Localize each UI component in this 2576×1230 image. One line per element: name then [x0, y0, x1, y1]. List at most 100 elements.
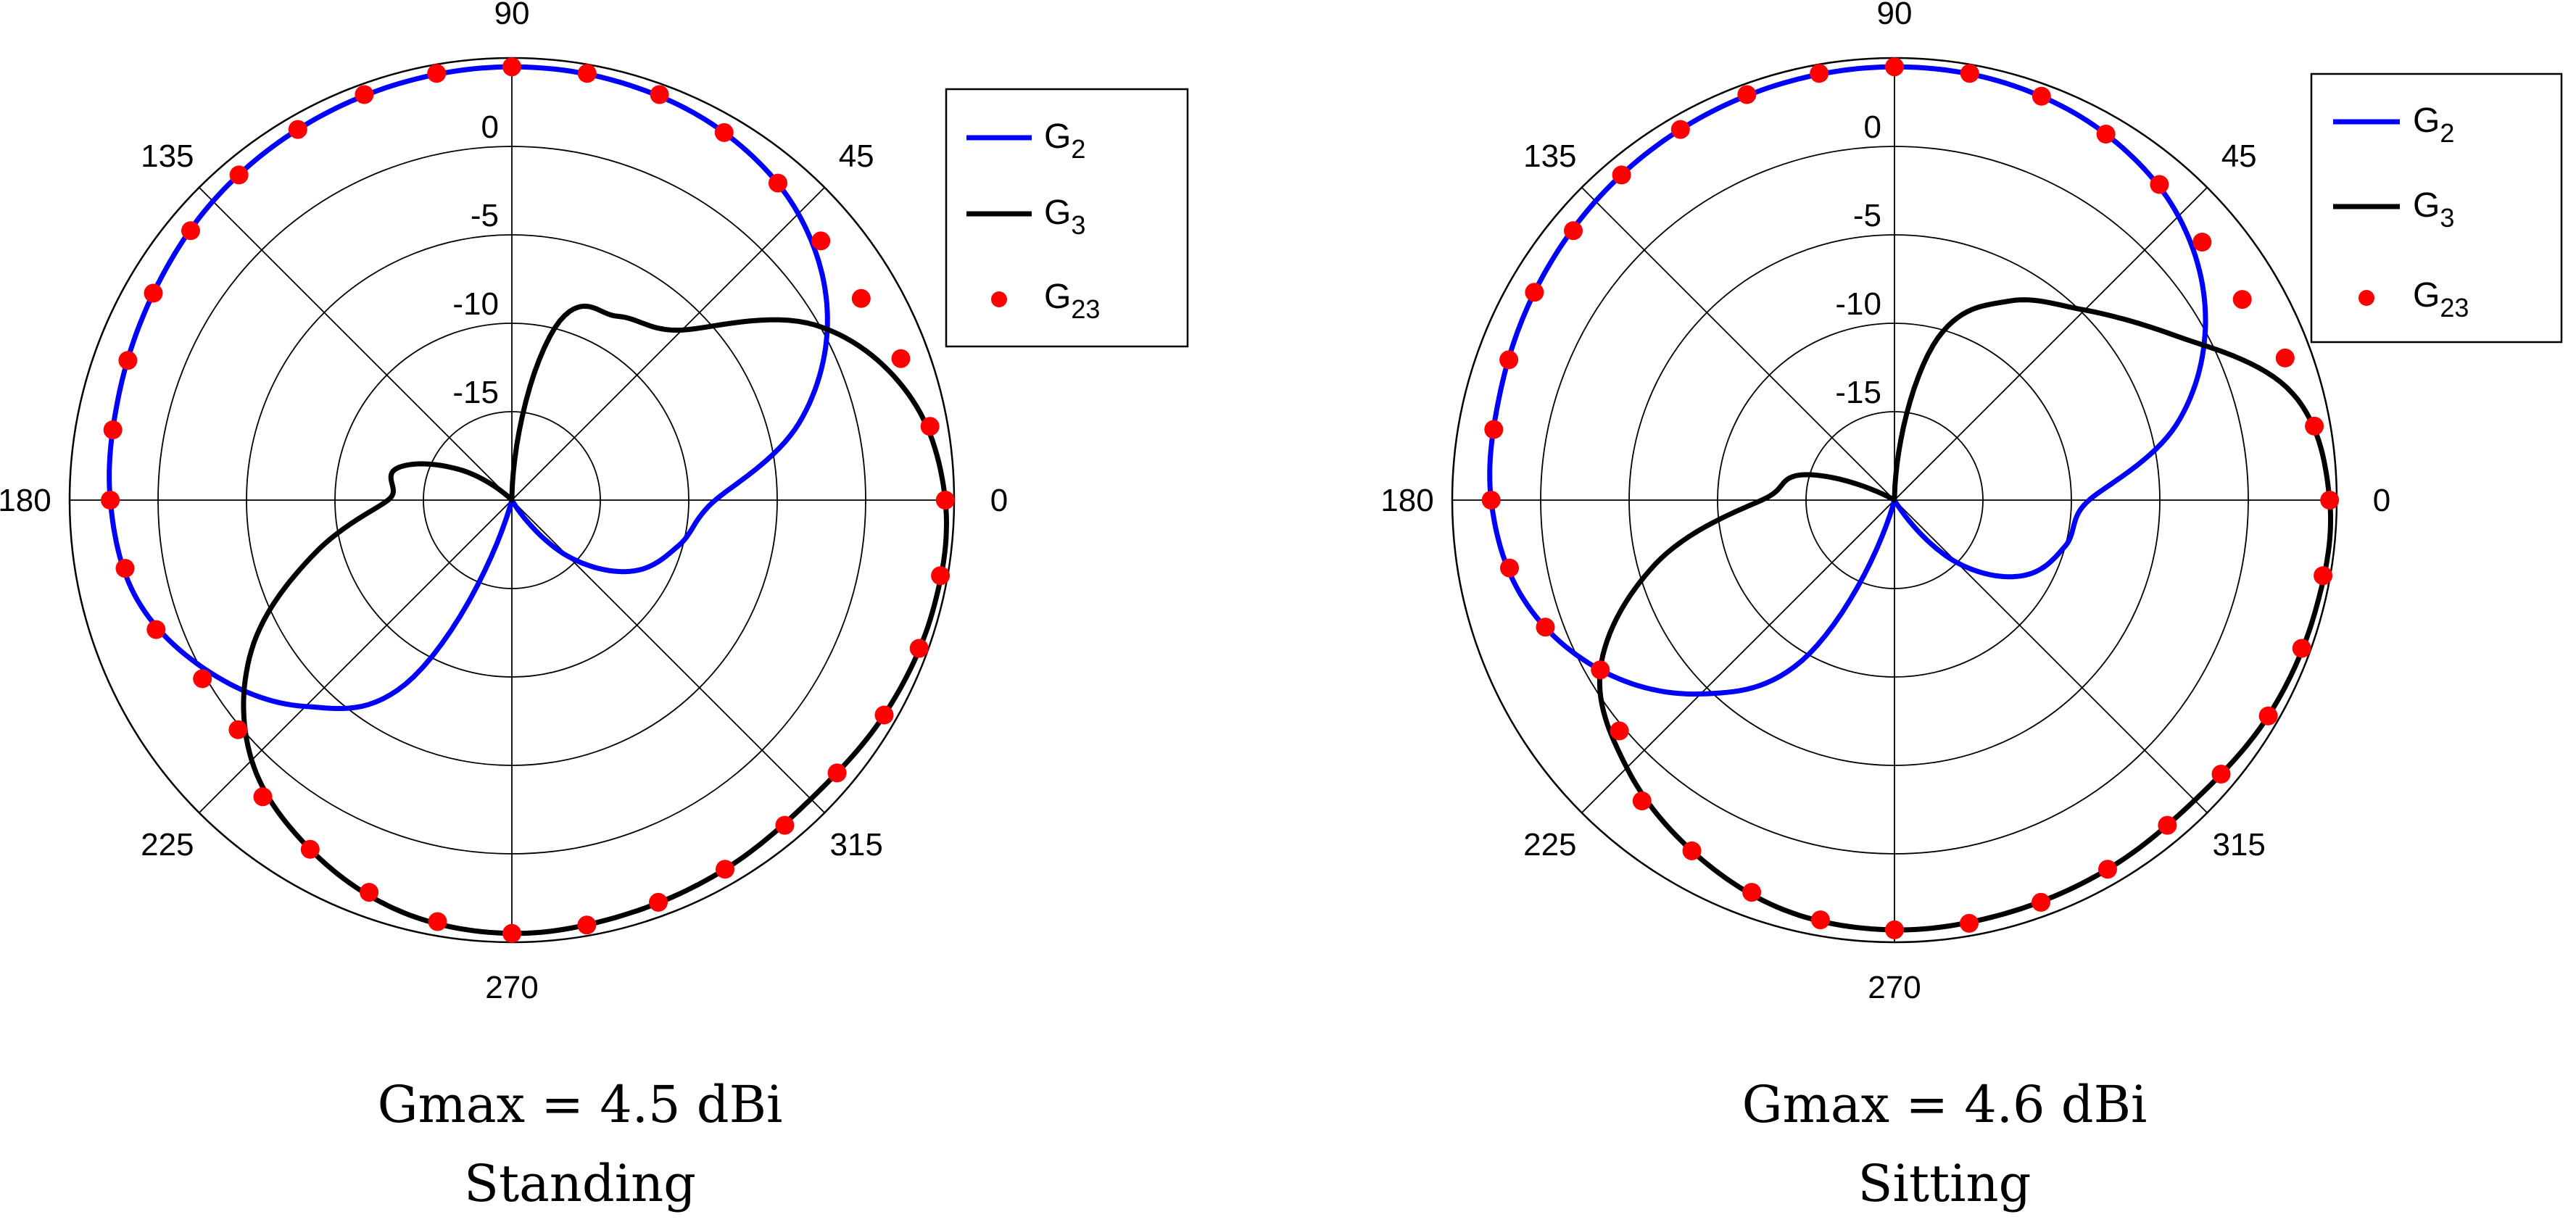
g23-markers: [101, 57, 955, 943]
legend-g23-swatch: [2358, 290, 2374, 306]
legend-g3-label: G3: [1044, 194, 1085, 240]
g23-point: [118, 351, 138, 370]
radial-tick-label: 0: [481, 109, 499, 145]
angle-tick-label: 45: [839, 138, 874, 174]
g23-point: [577, 915, 597, 935]
caption-posture: Sitting: [1858, 1154, 2032, 1213]
g23-point: [2150, 175, 2169, 194]
legend-g3-label: G3: [2413, 186, 2454, 233]
g23-point: [1612, 165, 1631, 185]
g23-point: [1960, 913, 1979, 933]
g23-point: [1960, 64, 1979, 83]
legend-g23-label: G23: [2413, 276, 2469, 323]
g23-point: [355, 85, 374, 104]
grid-spoke: [1581, 499, 1895, 813]
legend-box: [945, 88, 1189, 348]
g23-point: [181, 221, 200, 241]
g23-point: [891, 349, 911, 368]
g23-point: [811, 231, 831, 251]
g23-point: [1536, 618, 1555, 637]
g23-point: [2320, 491, 2340, 510]
legend-g2-label: G2: [2413, 101, 2454, 148]
angle-tick-label: 225: [141, 827, 194, 863]
g23-point: [649, 892, 668, 912]
g23-point: [502, 57, 521, 77]
radial-tick-label: -15: [452, 375, 499, 410]
angle-tick-label: 270: [1868, 970, 1921, 1005]
g23-point: [1632, 791, 1652, 810]
legend: G 2 G3 G23: [945, 88, 1189, 348]
g23-point: [2258, 706, 2278, 726]
legend: G2 G3 G23: [2310, 72, 2563, 344]
g23-point: [146, 620, 166, 639]
g23-point: [716, 860, 734, 879]
legend-g3-sub: 3: [1071, 210, 1085, 240]
g23-point: [1591, 660, 1610, 680]
g23-point: [144, 283, 163, 303]
legend-g23-base: G: [2413, 276, 2440, 315]
g23-point: [1810, 64, 1829, 83]
g23-point: [2032, 892, 2050, 912]
angle-tick-label: 225: [1523, 827, 1576, 863]
g23-point: [920, 417, 940, 436]
g23-point: [2158, 815, 2177, 835]
g23-point: [577, 64, 597, 83]
g23-point: [228, 720, 248, 739]
g23-point: [1737, 85, 1757, 104]
g23-point: [2232, 290, 2252, 309]
g23-point: [769, 173, 787, 193]
angle-tick-label: 135: [1523, 138, 1576, 174]
grid-spoke: [199, 187, 513, 501]
angle-tick-label: 90: [494, 0, 530, 31]
series-g2-line: [107, 64, 830, 711]
g23-point: [1885, 57, 1904, 77]
legend-g23-base: G: [1044, 278, 1071, 316]
g23-point: [1484, 420, 1504, 439]
g23-point: [428, 912, 447, 931]
legend-g23-sub: 23: [1071, 294, 1100, 324]
g23-point: [2096, 125, 2116, 144]
legend-g3-base: G: [2413, 186, 2440, 225]
g23-point: [2211, 765, 2231, 784]
g23-point: [1525, 283, 1544, 302]
legend-g3-sub: 3: [2440, 203, 2454, 233]
angle-tick-label: 270: [485, 970, 538, 1005]
g23-point: [229, 165, 249, 185]
angle-tick-label: 0: [2373, 483, 2390, 518]
series-lines: [107, 64, 949, 936]
caption-gmax: Gmax = 4.5 dBi: [378, 1075, 783, 1134]
g23-point: [115, 559, 135, 578]
g23-point: [2314, 566, 2333, 586]
g23-point: [427, 64, 447, 83]
legend-g2-sub: 2: [1071, 134, 1085, 164]
g23-point: [1610, 721, 1629, 741]
g23-point: [1885, 920, 1904, 939]
radial-tick-label: -5: [471, 198, 499, 233]
g23-point: [1481, 491, 1501, 510]
g23-point: [193, 669, 212, 689]
grid-spoke: [1581, 187, 1895, 501]
g23-point: [2032, 86, 2051, 106]
g23-point: [1564, 221, 1583, 241]
angle-tick-label: 315: [2212, 827, 2265, 863]
g23-point: [1500, 558, 1519, 578]
series-g2-line: [1487, 64, 2208, 697]
legend-g2-base: G: [2413, 101, 2440, 140]
g23-point: [931, 566, 951, 586]
g23-point: [909, 639, 929, 658]
grid-spoke: [511, 187, 825, 501]
angle-tick-label: 180: [1380, 483, 1433, 518]
grid-spoke: [1894, 187, 2208, 501]
g23-point: [874, 705, 894, 725]
g23-point: [714, 122, 734, 142]
g23-point: [360, 883, 379, 902]
g23-point: [2292, 639, 2311, 658]
legend-g23-label: G23: [1044, 278, 1100, 324]
radial-tick-label: -15: [1835, 375, 1881, 410]
g23-point: [650, 85, 669, 104]
g23-point: [935, 491, 955, 510]
legend-g23-sub: 23: [2440, 293, 2469, 323]
